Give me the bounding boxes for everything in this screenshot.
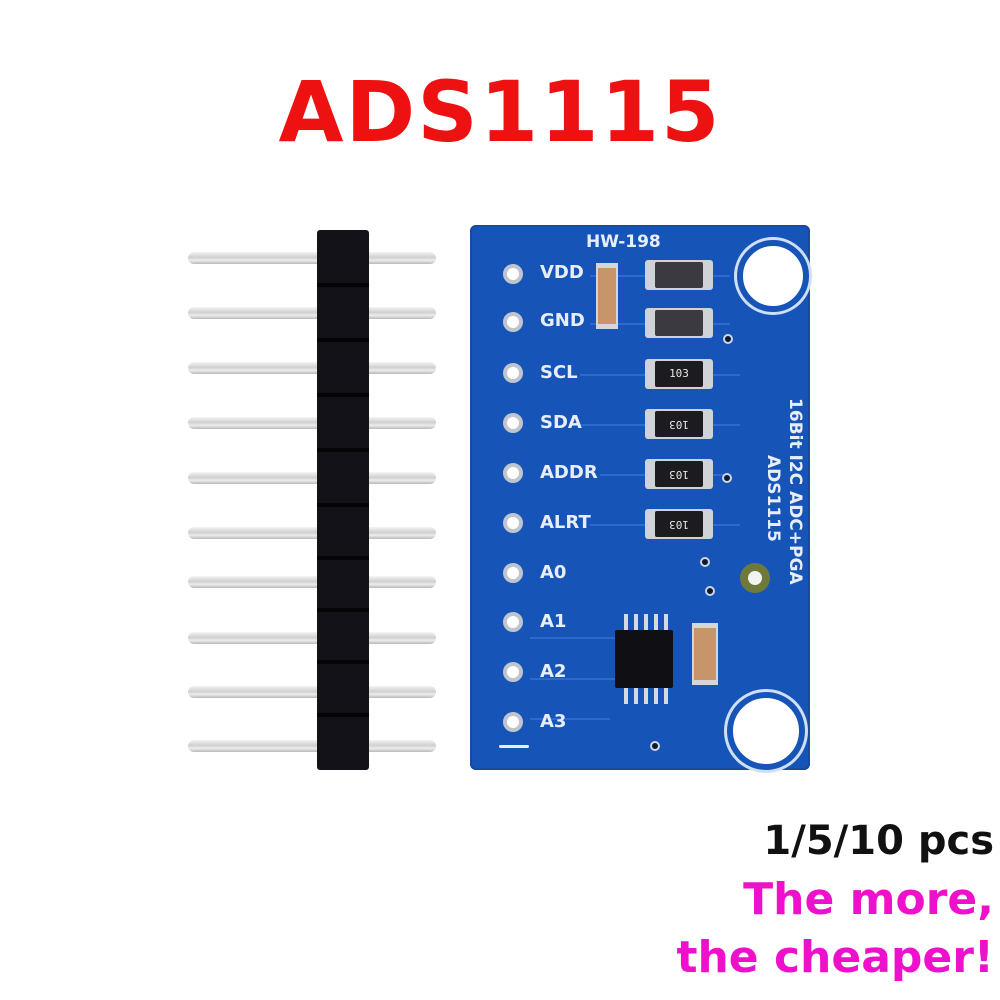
header-housing <box>317 230 369 770</box>
header-pin <box>188 417 436 429</box>
pin-label-gnd: GND <box>540 310 585 331</box>
pin-label-a0: A0 <box>540 562 567 583</box>
via <box>723 334 733 344</box>
resistor-103: 103 <box>645 409 713 439</box>
pin1-marker <box>499 745 529 748</box>
mounting-hole <box>727 692 805 770</box>
via <box>700 557 710 567</box>
pin-pad-vdd <box>503 264 523 284</box>
via <box>650 741 660 751</box>
capacitor <box>596 263 618 329</box>
chip-leg <box>624 688 628 704</box>
header-pin <box>188 307 436 319</box>
promo-line-2: the cheaper! <box>676 932 994 983</box>
resistor-103: 103 <box>645 459 713 489</box>
smd-component <box>645 308 713 338</box>
housing-divider <box>317 660 369 664</box>
chip-leg <box>654 614 658 630</box>
pin-pad-scl <box>503 363 523 383</box>
housing-divider <box>317 448 369 452</box>
resistor-103: 103 <box>645 509 713 539</box>
board-description-line2: ADS1115 <box>763 455 783 542</box>
chip-leg <box>644 614 648 630</box>
housing-divider <box>317 503 369 507</box>
board-description-line1: 16Bit I2C ADC+PGA <box>785 398 805 585</box>
chip-leg <box>634 688 638 704</box>
pin-label-sda: SDA <box>540 412 582 433</box>
header-pin <box>188 362 436 374</box>
fiducial <box>740 563 770 593</box>
pin-pad-a1 <box>503 612 523 632</box>
pin-label-addr: ADDR <box>540 462 598 483</box>
housing-divider <box>317 556 369 560</box>
header-pin <box>188 527 436 539</box>
chip-leg <box>664 614 668 630</box>
pcb-trace <box>530 678 615 680</box>
header-pin <box>188 472 436 484</box>
promo-line-1: The more, <box>743 874 994 925</box>
housing-divider <box>317 393 369 397</box>
pin-label-a2: A2 <box>540 661 567 682</box>
quantity-options: 1/5/10 pcs <box>763 818 994 864</box>
pin-pad-gnd <box>503 312 523 332</box>
header-pin <box>188 686 436 698</box>
header-pin <box>188 632 436 644</box>
chip-leg <box>654 688 658 704</box>
smd-component <box>645 260 713 290</box>
chip-leg <box>664 688 668 704</box>
pin-pad-sda <box>503 413 523 433</box>
housing-divider <box>317 283 369 287</box>
resistor-103: 103 <box>645 359 713 389</box>
header-pin <box>188 576 436 588</box>
housing-divider <box>317 338 369 342</box>
pin-label-a1: A1 <box>540 611 567 632</box>
pin-label-alrt: ALRT <box>540 512 591 533</box>
capacitor <box>692 623 718 685</box>
housing-divider <box>317 608 369 612</box>
chip-leg <box>624 614 628 630</box>
mounting-hole <box>737 240 809 312</box>
chip-leg <box>644 688 648 704</box>
pin-pad-a0 <box>503 563 523 583</box>
pin-pad-alrt <box>503 513 523 533</box>
ads1115-chip <box>615 630 673 688</box>
pin-label-a3: A3 <box>540 711 567 732</box>
housing-divider <box>317 713 369 717</box>
chip-leg <box>634 614 638 630</box>
pcb-trace <box>530 718 610 720</box>
pin-pad-a3 <box>503 712 523 732</box>
pcb-trace <box>530 637 615 639</box>
pin-pad-addr <box>503 463 523 483</box>
pin-label-vdd: VDD <box>540 262 584 283</box>
via <box>722 473 732 483</box>
pin-label-scl: SCL <box>540 362 578 383</box>
product-title: ADS1115 <box>278 63 722 161</box>
via <box>705 586 715 596</box>
header-pin <box>188 252 436 264</box>
pin-pad-a2 <box>503 662 523 682</box>
header-pin <box>188 740 436 752</box>
board-model-label: HW-198 <box>586 232 661 252</box>
